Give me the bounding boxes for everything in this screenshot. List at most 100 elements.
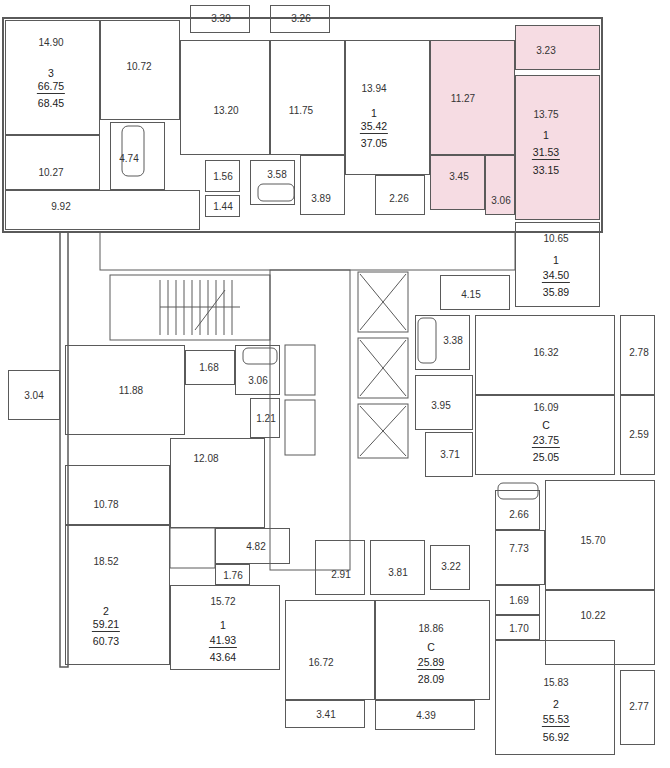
- apartment-summary: 66.75: [37, 80, 65, 94]
- apartment-summary: C: [542, 419, 550, 431]
- room-area: 11.88: [119, 385, 143, 397]
- room: 3.71: [425, 432, 473, 477]
- room-area: 10.65: [543, 233, 568, 245]
- apartment-summary: 34.50: [542, 269, 570, 283]
- room-area: 15.72: [210, 596, 235, 608]
- apartment-summary: 41.93: [209, 634, 237, 648]
- room: 15.83 2 55.53 56.92: [495, 640, 615, 755]
- room: 13.94135.4237.05: [345, 40, 430, 175]
- elevator: [358, 272, 408, 458]
- room-area: 15.83: [543, 677, 568, 689]
- room-area: 3.26: [291, 13, 310, 25]
- room: 1.76: [215, 564, 250, 585]
- room: 15.72 1 41.93 43.64: [170, 585, 280, 670]
- room-area: 1.68: [199, 362, 218, 374]
- room: 3.06: [235, 345, 280, 395]
- room-area: 3.58: [267, 169, 286, 181]
- room-area: 2.26: [389, 193, 408, 205]
- room: 1.70: [495, 615, 540, 640]
- room: 10.65134.5035.89: [515, 222, 600, 307]
- room-area: 3.38: [443, 335, 462, 347]
- room-area: 14.90: [38, 37, 63, 49]
- room-area: 1.70: [509, 623, 528, 635]
- room: 10.78: [65, 465, 170, 525]
- room: 13.75131.5333.15: [515, 75, 600, 220]
- room: 3.22: [430, 545, 470, 590]
- room-area: 13.75: [533, 109, 558, 121]
- stair: [110, 275, 270, 340]
- apartment-summary: 31.53: [532, 146, 560, 160]
- room-area: 3.89: [311, 193, 330, 205]
- room: 3.95: [415, 375, 473, 430]
- apartment-summary: 37.05: [361, 137, 387, 149]
- room: 10.72: [100, 20, 180, 120]
- room: 14.90 366.75 68.45: [5, 20, 100, 135]
- apartment-summary: 43.64: [210, 651, 236, 663]
- room-area: 2.59: [629, 429, 648, 441]
- room-area: 3.95: [431, 400, 450, 412]
- room-area: 1.21: [256, 413, 275, 425]
- apartment-summary: 68.45: [38, 97, 64, 109]
- room-area: 3.22: [441, 561, 460, 573]
- apartment-summary: 55.53: [542, 713, 570, 727]
- room: 18.86C25.8928.09: [375, 600, 490, 700]
- room: 11.27: [430, 40, 515, 155]
- room: 10.27: [5, 135, 100, 190]
- room: 11.88: [65, 345, 185, 435]
- room-area: 3.41: [316, 709, 335, 721]
- room-area: 4.74: [119, 153, 138, 165]
- room: 3.38: [415, 315, 470, 370]
- apartment-summary: 56.92: [543, 731, 569, 743]
- room: 13.20: [180, 40, 270, 155]
- room: 1.21: [250, 398, 280, 438]
- shaft: [285, 345, 315, 395]
- room-area: 3.06: [491, 195, 510, 207]
- room: 3.81: [370, 540, 425, 595]
- bathtub: [243, 348, 277, 364]
- room-area: 13.94: [361, 83, 386, 95]
- room-area: 9.92: [51, 201, 70, 213]
- room-area: 2.66: [509, 509, 528, 521]
- room: 2.26: [375, 175, 425, 215]
- room-area: 7.73: [509, 543, 528, 555]
- room-area: 3.45: [449, 171, 468, 183]
- apartment-summary: 23.75: [532, 434, 560, 448]
- apartment-summary: 60.73: [93, 635, 119, 647]
- apartment-summary: 1: [220, 619, 226, 631]
- room: 3.23: [515, 25, 600, 70]
- room-area: 18.86: [418, 623, 443, 635]
- room-area: 10.27: [38, 167, 63, 179]
- room-area: 11.75: [289, 105, 313, 117]
- room: 4.15: [440, 275, 510, 310]
- apartment-summary: 2: [553, 698, 559, 710]
- corridor: [270, 270, 350, 570]
- room-area: 1.76: [223, 570, 242, 582]
- room: 18.52259.2160.73: [65, 525, 170, 665]
- apartment-summary: 28.09: [418, 673, 444, 685]
- room-area: 4.82: [246, 541, 265, 553]
- room: 1.68: [185, 350, 235, 385]
- bathtub: [418, 318, 436, 363]
- room: 3.45: [430, 155, 485, 210]
- room: 3.04: [8, 370, 60, 420]
- apartment-summary: 35.89: [543, 286, 569, 298]
- corridor: [100, 232, 515, 270]
- room-area: 16.72: [308, 657, 333, 669]
- room: 4.74: [110, 122, 165, 190]
- room: 10.22: [545, 590, 655, 665]
- apartment-summary: 3: [48, 67, 54, 79]
- room-area: 13.20: [213, 105, 238, 117]
- room: 12.08: [170, 438, 265, 528]
- room-area: 4.39: [416, 710, 435, 722]
- room: 16.32: [475, 315, 615, 395]
- room: 1.56: [205, 160, 240, 192]
- apartment-summary: 59.21: [92, 618, 120, 632]
- bathtub: [498, 483, 538, 499]
- room-area: 3.06: [248, 375, 267, 387]
- room-area: 3.23: [536, 45, 555, 57]
- room-area: 2.77: [629, 701, 648, 713]
- outer-wall: [60, 232, 68, 667]
- room-area: 3.04: [24, 390, 43, 402]
- room-area: 3.39: [211, 13, 230, 25]
- outer-wall: [3, 18, 602, 232]
